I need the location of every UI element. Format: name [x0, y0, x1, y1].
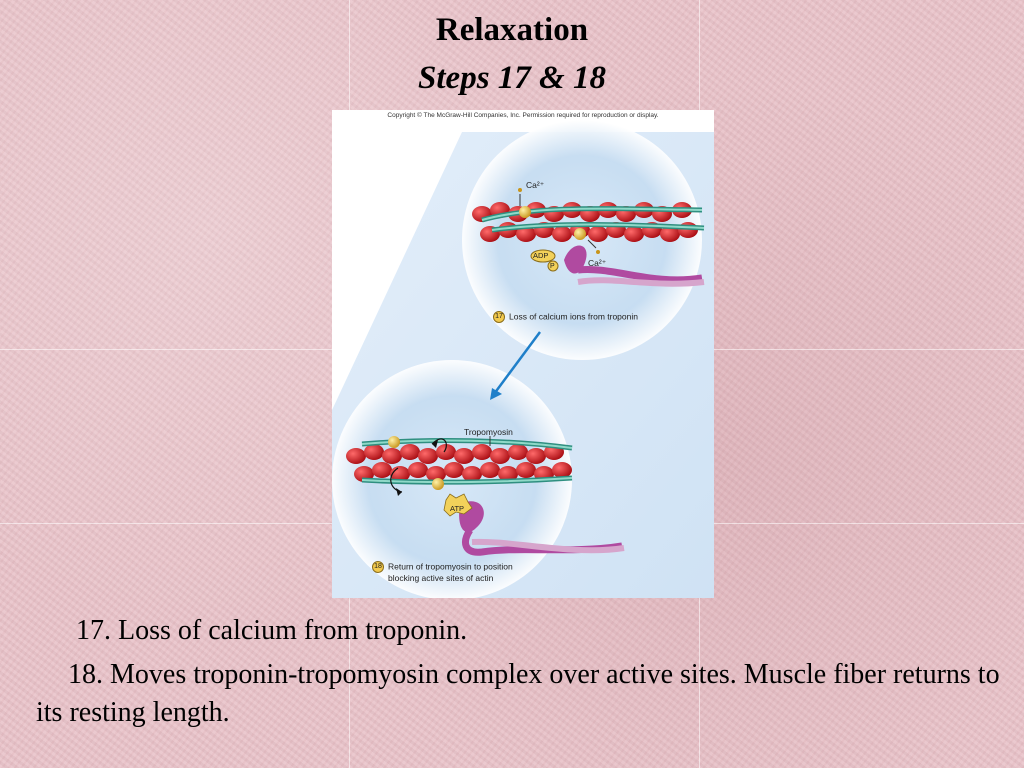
step17-text: 17. Loss of calcium from troponin. — [76, 615, 468, 646]
step18-text: 18. Moves troponin-tropomyosin complex o… — [36, 659, 1000, 728]
step18-badge: 18 — [372, 561, 384, 573]
slide-subtitle: Steps 17 & 18 — [418, 60, 606, 96]
step17-caption-text: Loss of calcium ions from troponin — [509, 311, 638, 322]
myosin-top — [530, 245, 705, 287]
ca-ion-label-right: Ca²⁺ — [588, 258, 607, 268]
troponin — [432, 478, 444, 490]
adp-label: ADP — [533, 251, 549, 260]
actin-filament-bottom — [346, 436, 573, 496]
step17-caption: 17 Loss of calcium ions from troponin — [493, 311, 638, 323]
troponin — [574, 228, 586, 240]
figure-illustration — [332, 120, 714, 598]
troponin — [519, 206, 531, 218]
step18-caption: 18 Return of tropomyosin to position bloc… — [372, 561, 513, 583]
muscle-relaxation-figure: Copyright © The McGraw-Hill Companies, I… — [332, 110, 714, 598]
ca-ion-label-top: Ca²⁺ — [526, 180, 545, 190]
tropomyosin-label: Tropomyosin — [464, 427, 513, 437]
bottom-glow — [332, 360, 572, 598]
atp-label: ATP — [450, 504, 465, 513]
phosphate-label: P — [550, 263, 555, 270]
step18-caption-line2: blocking active sites of actin — [388, 573, 494, 583]
figure-copyright: Copyright © The McGraw-Hill Companies, I… — [387, 112, 659, 119]
transition-arrow — [490, 331, 542, 400]
step18-caption-line1: Return of tropomyosin to position — [388, 561, 513, 572]
troponin — [388, 436, 400, 448]
actin-filament-top — [472, 188, 705, 254]
step17-badge: 17 — [493, 311, 505, 323]
top-glow — [462, 120, 702, 360]
myosin-bottom — [443, 493, 625, 556]
slide-title: Relaxation — [435, 12, 589, 48]
